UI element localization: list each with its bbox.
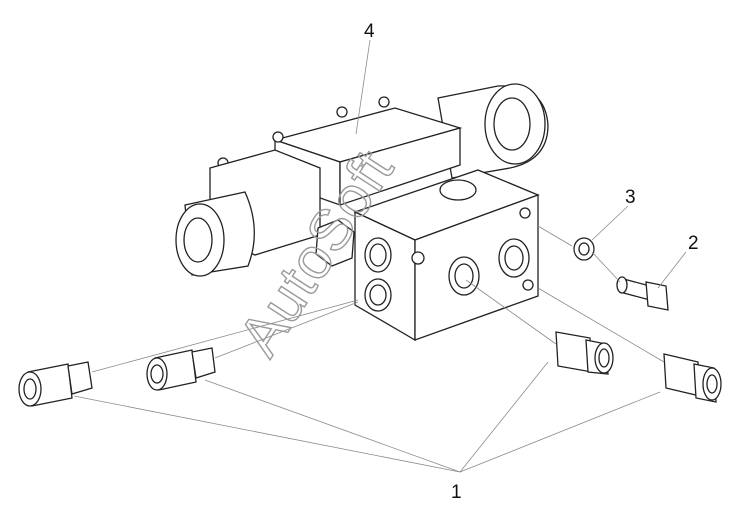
fitting-1d <box>663 353 722 403</box>
leader-lines <box>73 39 687 473</box>
washer-part <box>573 237 595 261</box>
fitting-1a <box>18 361 93 407</box>
callout-4: 4 <box>364 21 375 42</box>
fitting-1c <box>555 331 614 375</box>
callout-3: 3 <box>625 187 636 208</box>
fitting-1b <box>146 347 216 391</box>
solenoid-valve-body <box>175 83 549 342</box>
callout-1: 1 <box>451 482 462 503</box>
bolt-part <box>616 276 669 311</box>
callout-2: 2 <box>688 233 699 254</box>
